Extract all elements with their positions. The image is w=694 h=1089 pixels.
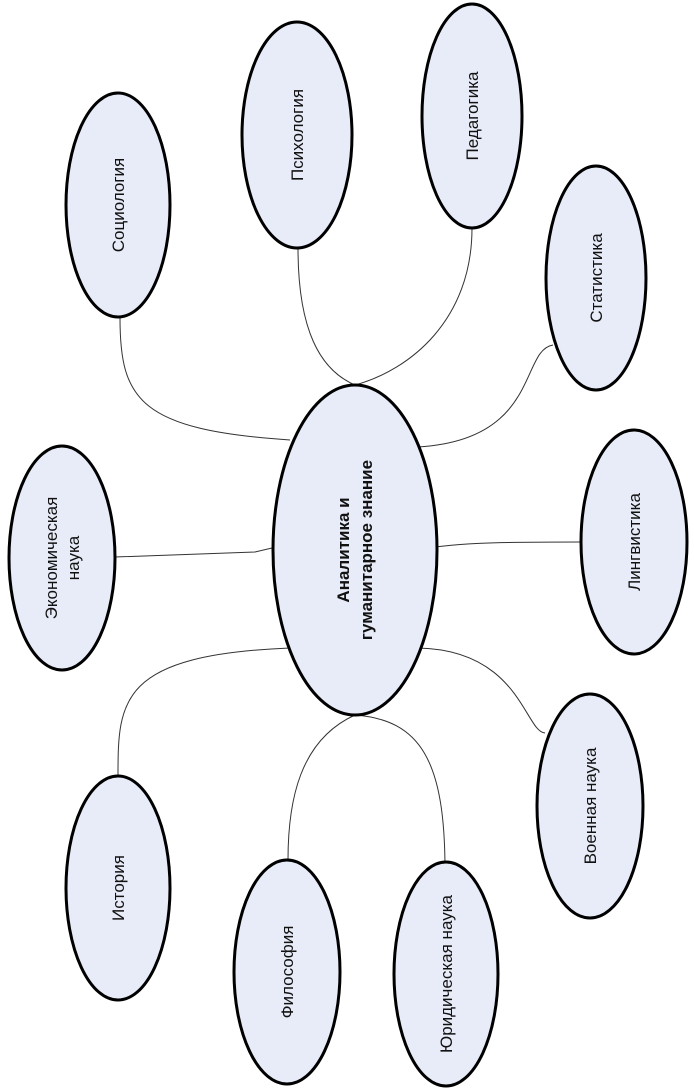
node-psychology: Психология: [240, 20, 354, 250]
node-statistics: Статистика: [544, 164, 648, 392]
node-economics-label-line1: Экономическая: [42, 497, 61, 620]
node-philosophy-label: Философия: [278, 926, 297, 1019]
connector-military: [417, 647, 546, 734]
connectors: [114, 227, 581, 871]
node-linguistics-label: Лингвистика: [625, 493, 644, 591]
node-linguistics-ellipse: [579, 428, 689, 656]
center-node: Аналитика и гуманитарное знание: [271, 383, 439, 717]
node-economics-ellipse: [7, 444, 117, 672]
connector-philosophy: [287, 714, 356, 861]
node-law-ellipse: [392, 860, 500, 1088]
node-sociology: Социология: [64, 91, 172, 319]
center-node-label-line2: гуманитарное знание: [357, 460, 376, 640]
center-node-label-line1: Аналитика и: [334, 497, 353, 602]
node-law: Юридическая наука: [392, 860, 500, 1088]
node-economics: Экономическая наука: [7, 444, 117, 672]
node-pedagogy-ellipse: [420, 2, 524, 230]
node-military: Военная наука: [535, 692, 645, 920]
node-linguistics: Лингвистика: [579, 428, 689, 656]
node-military-ellipse: [535, 692, 645, 920]
node-psychology-label: Психология: [288, 89, 307, 181]
node-history: История: [64, 774, 172, 1002]
connector-sociology: [119, 317, 291, 441]
connector-law: [354, 714, 446, 871]
connector-history: [117, 647, 291, 776]
center-node-ellipse: [271, 383, 439, 717]
node-pedagogy: Педагогика: [420, 2, 524, 230]
node-philosophy-ellipse: [232, 858, 342, 1086]
node-psychology-ellipse: [240, 20, 354, 250]
connector-pedagogy: [354, 227, 473, 386]
node-sociology-label: Социология: [109, 158, 128, 253]
connector-economics: [114, 547, 273, 558]
node-philosophy: Философия: [232, 858, 342, 1086]
node-economics-label-line2: наука: [64, 535, 83, 580]
node-statistics-label: Статистика: [587, 233, 606, 323]
node-history-ellipse: [64, 774, 172, 1002]
node-law-label: Юридическая наука: [437, 894, 456, 1053]
node-pedagogy-label: Педагогика: [463, 71, 482, 160]
connector-statistics: [417, 344, 554, 448]
node-military-label: Военная наука: [581, 747, 600, 864]
connector-psychology: [297, 247, 356, 386]
node-statistics-ellipse: [544, 164, 648, 392]
node-sociology-ellipse: [64, 91, 172, 319]
connector-linguistics: [434, 541, 581, 548]
node-history-label: История: [109, 855, 128, 921]
